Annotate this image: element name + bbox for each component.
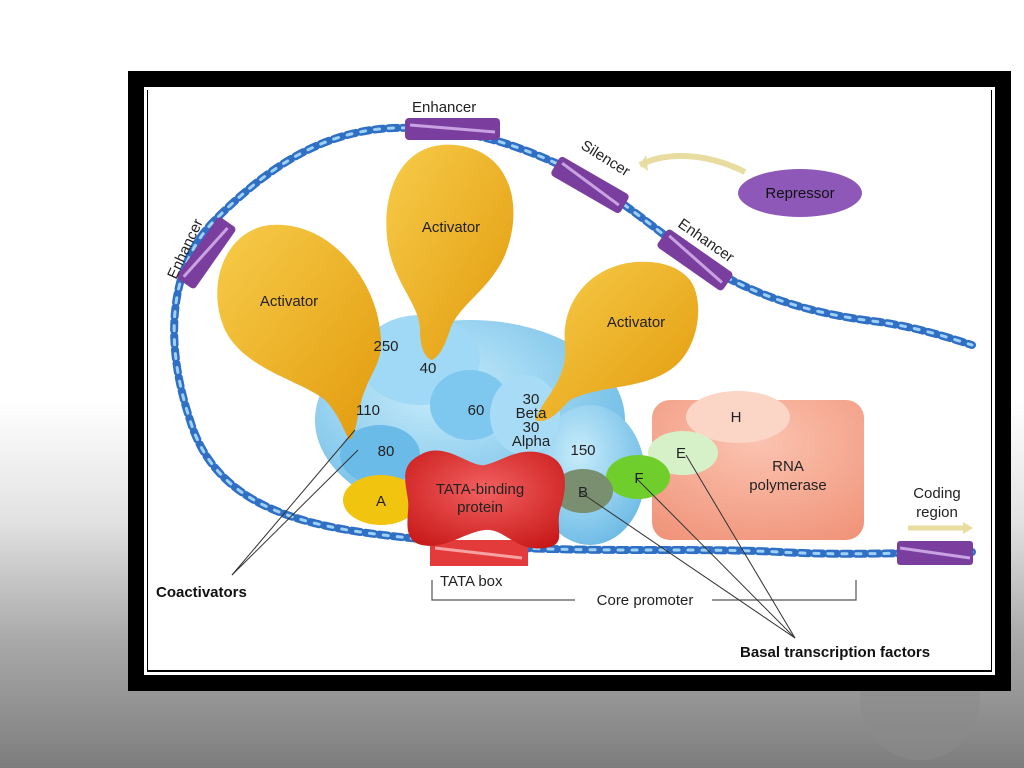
tbp-label-line2: protein xyxy=(457,499,503,516)
tata-box-label: TATA box xyxy=(440,573,503,590)
taf-80-label: 80 xyxy=(378,443,395,460)
activator-center xyxy=(386,144,514,360)
taf-250-label: 250 xyxy=(373,338,398,355)
enhancer-left-segment xyxy=(177,217,236,289)
repressor-label: Repressor xyxy=(765,185,834,202)
core-promoter-label: Core promoter xyxy=(597,592,694,609)
taf-60-label: 60 xyxy=(468,402,485,419)
factor-b-label: B xyxy=(578,484,588,501)
activator-right xyxy=(535,261,699,421)
taf-30-alpha-number: 30 xyxy=(523,419,540,436)
factor-a xyxy=(343,475,419,525)
repressor-arrowhead xyxy=(640,155,648,171)
taf-150-label: 150 xyxy=(570,442,595,459)
repressor-arrow xyxy=(638,152,747,175)
basal-transcription-factors-label: Basal transcription factors xyxy=(740,644,930,661)
taf-alpha-label: Alpha xyxy=(512,433,551,450)
activator-left-label: Activator xyxy=(260,293,318,310)
factor-h xyxy=(686,391,790,443)
taf-40-label: 40 xyxy=(420,360,437,377)
tata-box-segment xyxy=(430,540,528,566)
enhancer-right-segment xyxy=(657,229,733,291)
taf-beta-label: Beta xyxy=(516,405,548,422)
coactivators-label: Coactivators xyxy=(156,584,247,601)
factor-a-label: A xyxy=(376,493,386,510)
activator-left xyxy=(217,224,382,440)
factor-f-label: F xyxy=(634,470,643,487)
coding-region-label-line2: region xyxy=(916,504,958,521)
factor-e xyxy=(648,431,718,475)
repressor xyxy=(738,169,862,217)
activator-center-label: Activator xyxy=(422,219,480,236)
silencer-segment xyxy=(551,156,629,214)
tbp-label-line1: TATA-binding xyxy=(436,481,524,498)
coding-region-label-line1: Coding xyxy=(913,485,961,502)
tata-binding-protein xyxy=(405,450,565,549)
enhancer-top-label: Enhancer xyxy=(412,99,476,116)
factor-f xyxy=(606,455,670,499)
factor-e-label: E xyxy=(676,445,686,462)
core-promoter-bracket xyxy=(431,580,857,601)
taf-110-label: 110 xyxy=(356,402,380,419)
factor-b xyxy=(553,469,613,513)
rnap-label-line1: RNA xyxy=(772,458,804,475)
rnap-label-line2: polymerase xyxy=(749,477,827,494)
coding-region-segment xyxy=(897,541,973,565)
taf-30-beta-number: 30 xyxy=(523,391,540,408)
coding-arrowhead xyxy=(963,522,973,534)
activator-right-label: Activator xyxy=(607,314,665,331)
pointer-lines xyxy=(231,429,796,639)
factor-h-label: H xyxy=(731,409,742,426)
enhancer-top-segment xyxy=(405,118,500,140)
